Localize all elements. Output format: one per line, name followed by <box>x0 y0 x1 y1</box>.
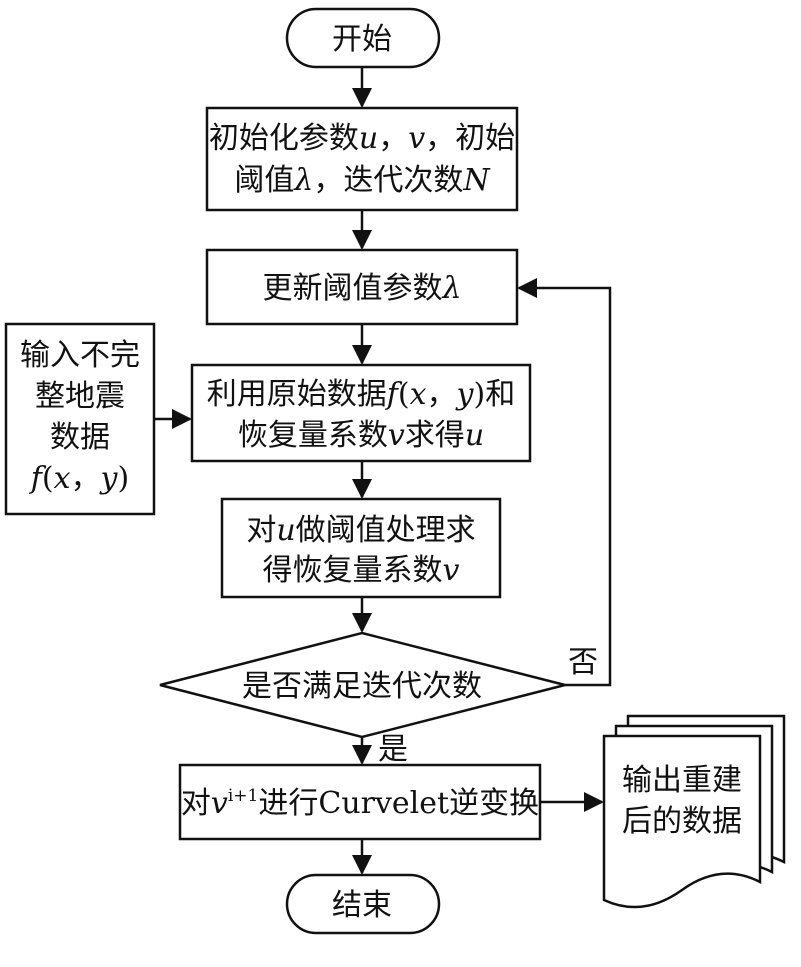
end-label: 结束 <box>332 888 392 923</box>
compute-u-line-1: 利用原始数据f(x，y)和 <box>207 377 515 412</box>
output-line-2: 后的数据 <box>622 804 742 839</box>
threshold-line-1: 对u做阈值处理求 <box>246 513 475 548</box>
start-label: 开始 <box>332 22 392 57</box>
update-threshold-label: 更新阈值参数λ <box>262 271 461 306</box>
init-line-2: 阈值λ，迭代次数N <box>234 163 491 198</box>
compute-u-line-2: 恢复量系数v求得u <box>238 418 484 453</box>
init-line-1: 初始化参数u，v，初始 <box>209 121 515 156</box>
threshold-line-2: 得恢复量系数v <box>263 553 460 588</box>
input-line-2: 整地震 <box>35 379 125 414</box>
yes-label: 是 <box>378 732 408 767</box>
arrow-decision-no-loop <box>517 278 612 687</box>
input-line-1: 输入不完 <box>20 338 140 373</box>
end-terminator <box>285 873 441 935</box>
output-line-1: 输出重建 <box>622 763 742 798</box>
init-box <box>205 106 519 212</box>
no-label: 否 <box>568 645 598 680</box>
update-threshold-box <box>205 248 519 326</box>
inverse-transform-label: 对vi+1进行Curvelet逆变换 <box>181 786 539 821</box>
output-document-stack <box>602 714 786 909</box>
input-data-box <box>4 322 156 516</box>
decision-label: 是否满足迭代次数 <box>242 669 482 704</box>
input-line-3: 数据 <box>50 420 110 455</box>
input-line-4: f(x，y) <box>29 461 129 496</box>
